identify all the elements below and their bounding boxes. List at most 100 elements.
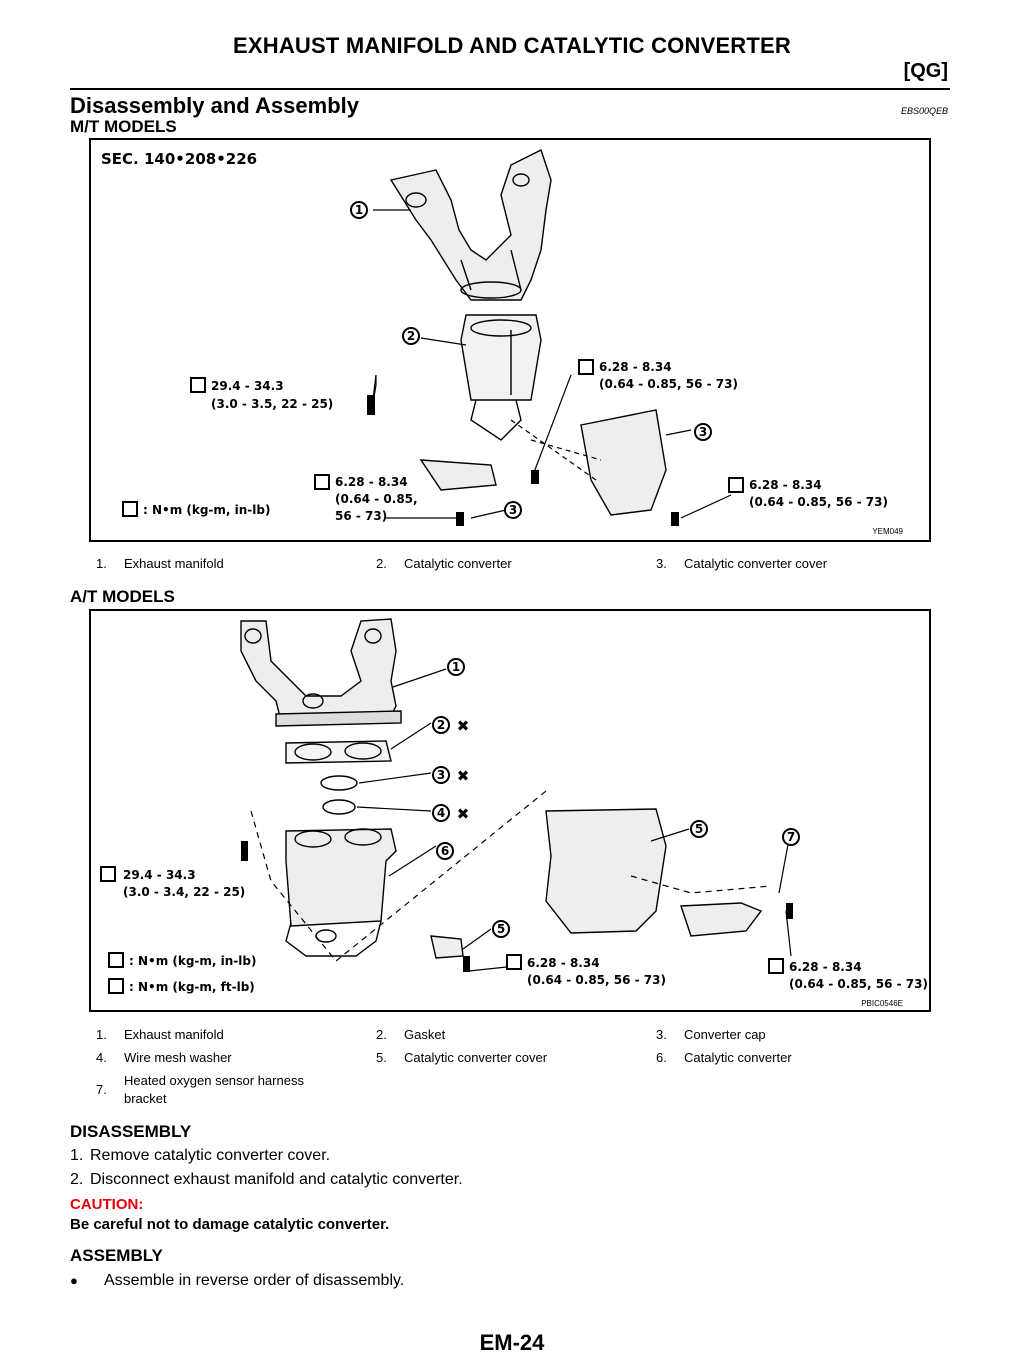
- at-callout-5a: 5: [691, 821, 707, 837]
- at-torque-c: 6.28 - 8.34 (0.64 - 0.85, 56 - 73): [769, 959, 928, 991]
- svg-text:29.4 - 34.3: 29.4 - 34.3: [123, 868, 196, 882]
- header-rule: [70, 88, 950, 90]
- svg-text:(0.64 - 0.85, 56 - 73): (0.64 - 0.85, 56 - 73): [789, 977, 928, 991]
- at-torque-b: 6.28 - 8.34 (0.64 - 0.85, 56 - 73): [507, 955, 666, 987]
- mt-legend-num: 1.: [96, 556, 107, 571]
- mt-torque-b: 6.28 - 8.34 (0.64 - 0.85, 56 - 73): [579, 360, 738, 391]
- svg-text:6.28 - 8.34: 6.28 - 8.34: [599, 360, 672, 374]
- at-callout-1: 1: [448, 659, 464, 675]
- step-1: 1. Remove catalytic converter cover.: [70, 1147, 330, 1165]
- svg-text:: N•m (kg-m, ft-lb): : N•m (kg-m, ft-lb): [129, 980, 255, 994]
- svg-text:(0.64 - 0.85,: (0.64 - 0.85,: [335, 492, 418, 506]
- svg-text:2: 2: [407, 329, 415, 343]
- at-models-heading: A/T MODELS: [70, 587, 175, 606]
- svg-text:4: 4: [437, 806, 445, 820]
- mt-legend-num: 3.: [656, 556, 667, 571]
- at-diagram: 1 2 ✖ 3 ✖ 4 ✖ 5 6 7 5: [91, 611, 928, 994]
- svg-text:(0.64 - 0.85, 56 - 73): (0.64 - 0.85, 56 - 73): [749, 495, 888, 509]
- svg-text:(0.64 - 0.85, 56 - 73): (0.64 - 0.85, 56 - 73): [599, 377, 738, 391]
- at-callout-2: 2 ✖: [433, 717, 469, 735]
- svg-text:6.28 - 8.34: 6.28 - 8.34: [335, 475, 408, 489]
- svg-text:(3.0 - 3.5, 22 - 25): (3.0 - 3.5, 22 - 25): [211, 397, 333, 411]
- at-callout-7: 7: [783, 829, 799, 845]
- svg-text:1: 1: [355, 203, 363, 217]
- mt-torque-a: 29.4 - 34.3 (3.0 - 3.5, 22 - 25): [191, 378, 333, 411]
- at-legend-num: 1.: [96, 1027, 107, 1042]
- at-legend-text: Wire mesh washer: [124, 1050, 232, 1065]
- svg-text:7: 7: [787, 830, 795, 844]
- svg-text:: N•m (kg-m, in-lb): : N•m (kg-m, in-lb): [143, 503, 270, 517]
- mt-converter-cover-drawing: [421, 410, 666, 515]
- at-legend-text: Exhaust manifold: [124, 1027, 224, 1042]
- at-legend-num: 5.: [376, 1050, 387, 1065]
- svg-text:29.4 - 34.3: 29.4 - 34.3: [211, 379, 284, 393]
- torque-wrench-icon: [101, 867, 115, 881]
- mt-figure: SEC. 140•208•226: [89, 138, 931, 542]
- torque-wrench-icon: [315, 475, 329, 489]
- mt-catalytic-converter-drawing: [461, 315, 541, 440]
- do-not-reuse-icon: ✖: [457, 717, 470, 735]
- at-legend-num: 4.: [96, 1050, 107, 1065]
- mt-legend-text: Catalytic converter: [404, 556, 512, 571]
- at-legend-num: 7.: [96, 1082, 107, 1097]
- section-code: EBS00QEB: [900, 106, 948, 116]
- caution-text: Be careful not to damage catalytic conve…: [70, 1216, 390, 1233]
- at-bolt-icons: [241, 841, 793, 972]
- svg-text:3: 3: [437, 768, 445, 782]
- bullet-icon: ●: [70, 1273, 78, 1288]
- svg-text:56 - 73): 56 - 73): [335, 509, 387, 523]
- at-callout-3: 3 ✖: [433, 767, 469, 785]
- at-gasket-drawing: [286, 741, 391, 814]
- torque-wrench-icon: [579, 360, 593, 374]
- svg-text:6.28 - 8.34: 6.28 - 8.34: [749, 478, 822, 492]
- at-legend-num: 2.: [376, 1027, 387, 1042]
- svg-text:6: 6: [441, 844, 449, 858]
- step-text: Disconnect exhaust manifold and catalyti…: [90, 1171, 463, 1188]
- at-legend-num: 6.: [656, 1050, 667, 1065]
- at-torque-a: 29.4 - 34.3 (3.0 - 3.4, 22 - 25): [101, 867, 245, 899]
- mt-units-legend: : N•m (kg-m, in-lb): [123, 502, 270, 517]
- at-legend-text: Catalytic converter cover: [404, 1050, 548, 1065]
- at-figure: 1 2 ✖ 3 ✖ 4 ✖ 5 6 7 5: [89, 609, 931, 1012]
- engine-tag: [QG]: [903, 60, 948, 82]
- mt-bolt-icons: [367, 395, 679, 526]
- at-legend-text: Converter cap: [684, 1027, 766, 1042]
- mt-diagram: SEC. 140•208•226: [101, 140, 888, 526]
- svg-text:(3.0 - 3.4, 22 - 25): (3.0 - 3.4, 22 - 25): [123, 885, 245, 899]
- mt-callout-3b: 3: [505, 502, 521, 518]
- disassembly-heading: DISASSEMBLY: [70, 1122, 192, 1141]
- assembly-bullet-item: ● Assemble in reverse order of disassemb…: [70, 1272, 404, 1290]
- at-units-legend-2: : N•m (kg-m, ft-lb): [109, 979, 255, 994]
- at-legend-text: Gasket: [404, 1027, 446, 1042]
- at-callout-6: 6: [437, 843, 453, 859]
- page-number: EM-24: [479, 1330, 545, 1355]
- at-converter-cover-drawing: [431, 809, 761, 958]
- svg-text:2: 2: [437, 718, 445, 732]
- svg-text:(0.64 - 0.85, 56 - 73): (0.64 - 0.85, 56 - 73): [527, 973, 666, 987]
- at-legend-text: Heated oxygen sensor harness: [124, 1073, 304, 1088]
- torque-wrench-icon: [191, 378, 205, 392]
- at-callout-4: 4 ✖: [433, 805, 469, 823]
- at-exhaust-manifold-drawing: [241, 619, 401, 726]
- step-number: 1.: [70, 1147, 84, 1164]
- at-figure-code: PBIC0546E: [861, 999, 903, 1008]
- svg-text:5: 5: [695, 822, 703, 836]
- at-legend-text: Catalytic converter: [684, 1050, 792, 1065]
- mt-torque-c: 6.28 - 8.34 (0.64 - 0.85, 56 - 73): [315, 475, 418, 523]
- svg-text:6.28 - 8.34: 6.28 - 8.34: [527, 956, 600, 970]
- at-legend-num: 3.: [656, 1027, 667, 1042]
- caution-label: CAUTION:: [70, 1196, 144, 1213]
- mt-exhaust-manifold-drawing: [391, 150, 551, 300]
- assembly-text: Assemble in reverse order of disassembly…: [104, 1272, 405, 1289]
- do-not-reuse-icon: ✖: [457, 767, 470, 785]
- section-title: Disassembly and Assembly: [70, 93, 359, 118]
- svg-text:5: 5: [497, 922, 505, 936]
- torque-wrench-icon: [109, 979, 123, 993]
- mt-legend-num: 2.: [376, 556, 387, 571]
- page-title: EXHAUST MANIFOLD AND CATALYTIC CONVERTER: [233, 33, 791, 58]
- svg-text:3: 3: [699, 425, 707, 439]
- svg-text:3: 3: [509, 503, 517, 517]
- mt-legend-text: Exhaust manifold: [124, 556, 224, 571]
- assembly-heading: ASSEMBLY: [70, 1246, 163, 1265]
- mt-legend-text: Catalytic converter cover: [684, 556, 828, 571]
